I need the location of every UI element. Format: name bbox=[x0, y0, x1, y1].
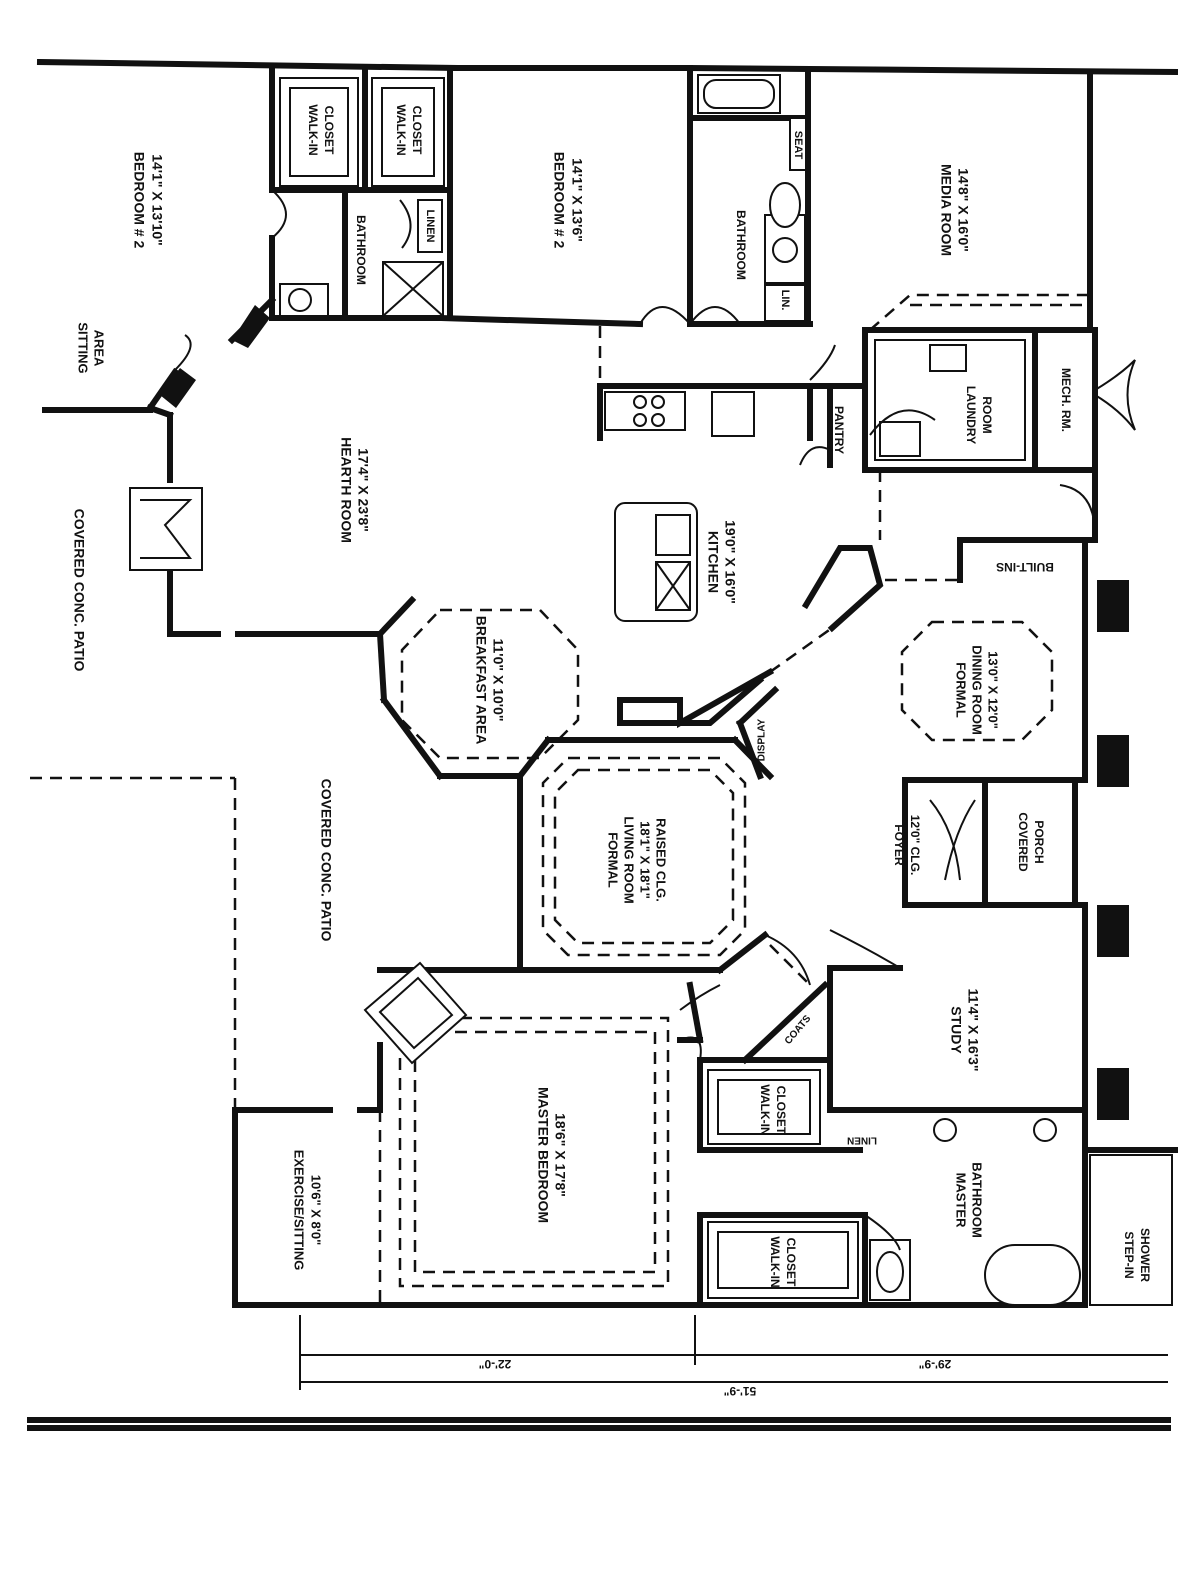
sitting-area-line2: AREA bbox=[92, 330, 107, 367]
bathroom-1-label: BATHROOM bbox=[354, 215, 368, 285]
step-in-shower-line1: STEP-IN bbox=[1122, 1231, 1136, 1278]
walk-in-closet-2-line2: CLOSET bbox=[410, 106, 424, 155]
walk-in-closet-1-line1: WALK-IN bbox=[306, 104, 320, 155]
formal-dining-line1: FORMAL bbox=[954, 662, 969, 718]
seat-label: SEAT bbox=[792, 131, 804, 160]
exercise-sitting-size: 10'6" X 8'0" bbox=[309, 1175, 324, 1246]
breakfast-area-name: BREAKFAST AREA bbox=[473, 616, 489, 745]
walls bbox=[36, 58, 1179, 1308]
walk-in-closet-3-line2: CLOSET bbox=[774, 1086, 788, 1135]
kitchen-name: KITCHEN bbox=[705, 531, 721, 593]
dimension-overall: 51'-9" bbox=[724, 1384, 757, 1398]
fixtures bbox=[129, 74, 1173, 1306]
lin-label: LIN. bbox=[779, 290, 791, 311]
dimension-right: 29'-9" bbox=[919, 1357, 952, 1371]
formal-living-line1: FORMAL bbox=[606, 832, 621, 888]
formal-living-note: RAISED CLG. bbox=[654, 818, 669, 902]
formal-living-size: 18'1" X 18'1" bbox=[638, 821, 653, 899]
dimension-left: 22'-0" bbox=[479, 1357, 512, 1371]
sitting-area-line1: SITTING bbox=[76, 322, 91, 373]
hearth-room-size: 17'4" X 23'8" bbox=[355, 448, 371, 532]
breakfast-area-size: 11'0" X 10'0" bbox=[490, 639, 506, 722]
covered-patio-bottom-label: COVERED CONC. PATIO bbox=[318, 779, 334, 942]
walk-in-closet-2-line1: WALK-IN bbox=[394, 104, 408, 155]
foyer-note: 12'0" CLG. bbox=[908, 815, 922, 876]
hearth-room-name: HEARTH ROOM bbox=[338, 437, 354, 543]
exercise-sitting-name: EXERCISE/SITTING bbox=[292, 1150, 307, 1271]
media-room-name: MEDIA ROOM bbox=[938, 164, 954, 256]
linen-2-label: LINEN bbox=[847, 1134, 877, 1145]
master-bathroom-line1: MASTER bbox=[954, 1173, 969, 1229]
built-ins-label: BUILT-INS bbox=[996, 560, 1054, 574]
master-bedroom-name: MASTER BEDROOM bbox=[535, 1087, 551, 1223]
formal-living-line2: LIVING ROOM bbox=[622, 816, 637, 903]
bedroom-a-name: BEDROOM # 2 bbox=[131, 152, 147, 249]
walk-in-closet-3-line1: WALK-IN bbox=[758, 1084, 772, 1135]
bathroom-2-label: BATHROOM bbox=[734, 210, 748, 280]
linen-1-label: LINEN bbox=[424, 210, 436, 243]
master-bedroom-size: 18'6" X 17'8" bbox=[552, 1113, 568, 1197]
media-room-size: 14'8" X 16'0" bbox=[955, 168, 971, 252]
foyer-name: FOYER bbox=[892, 824, 906, 866]
bedroom-b-name: BEDROOM # 2 bbox=[551, 152, 567, 249]
formal-dining-size: 13'0" X 12'0" bbox=[986, 651, 1001, 729]
step-in-shower-line2: SHOWER bbox=[1138, 1228, 1152, 1282]
covered-porch-line1: COVERED bbox=[1016, 812, 1030, 872]
covered-porch-line2: PORCH bbox=[1032, 820, 1046, 863]
formal-dining-line2: DINING ROOM bbox=[970, 645, 985, 735]
room-labels: BEDROOM # 2 14'1" X 13'10" WALK-IN CLOSE… bbox=[71, 104, 1152, 1397]
pantry-label: PANTRY bbox=[832, 406, 846, 454]
study-size: 11'4" X 16'3" bbox=[965, 989, 981, 1072]
door-swings bbox=[174, 189, 1136, 1251]
walk-in-closet-4-line1: WALK-IN bbox=[768, 1236, 782, 1287]
laundry-room-line1: LAUNDRY bbox=[964, 386, 978, 444]
bedroom-b-size: 14'1" X 13'6" bbox=[569, 158, 585, 242]
study-name: STUDY bbox=[948, 1006, 964, 1054]
walk-in-closet-1-line2: CLOSET bbox=[322, 106, 336, 155]
bedroom-a-size: 14'1" X 13'10" bbox=[149, 154, 165, 246]
covered-patio-top-label: COVERED CONC. PATIO bbox=[71, 509, 87, 672]
kitchen-size: 19'0" X 16'0" bbox=[722, 520, 738, 604]
mech-room-label: MECH. RM. bbox=[1059, 368, 1073, 432]
dashed-lines bbox=[30, 293, 1090, 1305]
walk-in-closet-4-line2: CLOSET bbox=[784, 1238, 798, 1287]
display-label: DISPLAY bbox=[757, 718, 768, 761]
master-bathroom-line2: BATHROOM bbox=[970, 1162, 985, 1238]
chimney-blocks bbox=[160, 305, 1129, 1120]
dimension-lines bbox=[27, 1315, 1171, 1431]
laundry-room-line2: ROOM bbox=[980, 396, 994, 433]
